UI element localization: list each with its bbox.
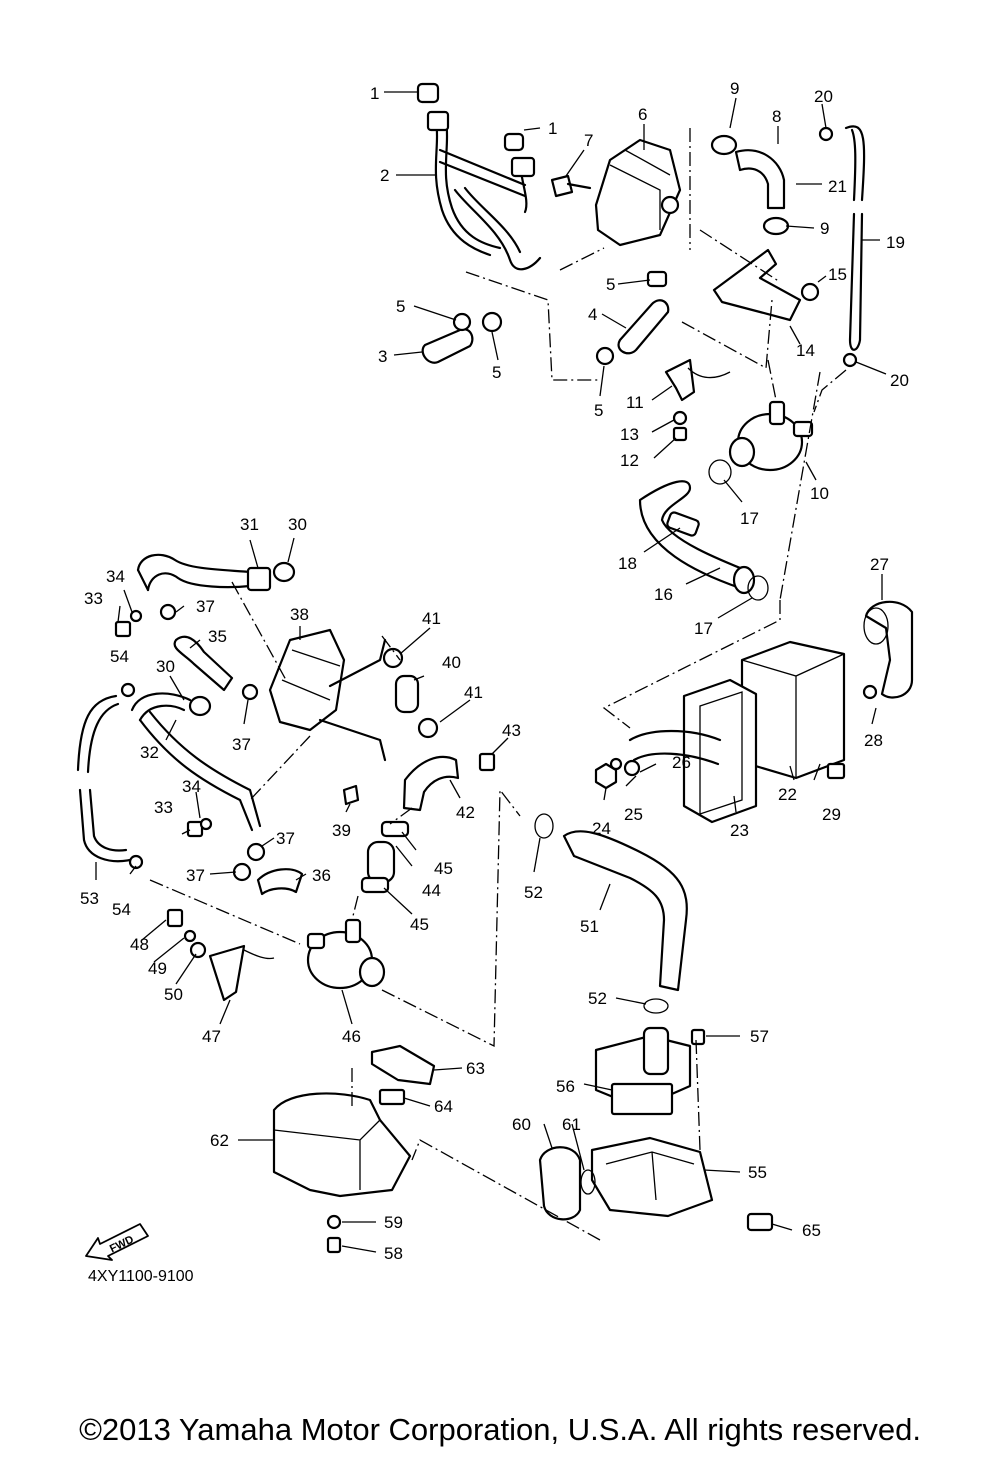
callout-59: 59 <box>384 1213 403 1232</box>
callout-37d: 37 <box>186 866 205 885</box>
copyright-notice: ©2013 Yamaha Motor Corporation, U.S.A. A… <box>79 1412 921 1447</box>
forward-arrow-icon: FWD <box>85 1223 149 1261</box>
callout-19: 19 <box>886 233 905 252</box>
callout-28: 28 <box>864 731 883 750</box>
callout-18: 18 <box>618 554 637 573</box>
callout-62: 62 <box>210 1131 229 1150</box>
callout-47: 47 <box>202 1027 221 1046</box>
callout-7: 7 <box>584 131 593 150</box>
callout-32: 32 <box>140 743 159 762</box>
callout-12: 12 <box>620 451 639 470</box>
callout-3: 3 <box>378 347 387 366</box>
callout-17a: 17 <box>740 509 759 528</box>
callout-45a: 45 <box>434 859 453 878</box>
callout-38: 38 <box>290 605 309 624</box>
callout-17b: 17 <box>694 619 713 638</box>
callout-20a: 20 <box>814 87 833 106</box>
callout-54a: 54 <box>110 647 129 666</box>
callout-53: 53 <box>80 889 99 908</box>
callout-43: 43 <box>502 721 521 740</box>
callout-34b: 34 <box>182 777 201 796</box>
callout-42: 42 <box>456 803 475 822</box>
callout-20b: 20 <box>890 371 909 390</box>
callout-36: 36 <box>312 866 331 885</box>
callout-5c: 5 <box>606 275 615 294</box>
callout-26: 26 <box>672 753 691 772</box>
callout-31: 31 <box>240 515 259 534</box>
callout-24: 24 <box>592 819 611 838</box>
callout-34a: 34 <box>106 567 125 586</box>
callout-14: 14 <box>796 341 815 360</box>
callout-46: 46 <box>342 1027 361 1046</box>
callout-1b: 1 <box>548 119 557 138</box>
callout-33b: 33 <box>154 798 173 817</box>
callout-11: 11 <box>626 393 644 412</box>
callout-52a: 52 <box>524 883 543 902</box>
callout-labels: 1 1 2 3 4 5 5 5 5 6 7 8 9 9 10 11 12 13 … <box>80 79 909 1263</box>
callout-44: 44 <box>422 881 441 900</box>
callout-41a: 41 <box>422 609 441 628</box>
callout-37b: 37 <box>232 735 251 754</box>
callout-13: 13 <box>620 425 639 444</box>
callout-9a: 9 <box>730 79 739 98</box>
callout-50: 50 <box>164 985 183 1004</box>
callout-5a: 5 <box>396 297 405 316</box>
callout-4: 4 <box>588 305 597 324</box>
callout-37c: 37 <box>276 829 295 848</box>
callout-8: 8 <box>772 107 781 126</box>
upper-assembly <box>416 82 866 601</box>
assembly-centerlines <box>149 128 847 1241</box>
callout-48: 48 <box>130 935 149 954</box>
callout-6: 6 <box>638 105 647 124</box>
callout-30b: 30 <box>156 657 175 676</box>
callout-21: 21 <box>828 177 847 196</box>
callout-40: 40 <box>442 653 461 672</box>
left-assembly <box>76 553 496 1002</box>
callout-57: 57 <box>750 1027 769 1046</box>
callout-63: 63 <box>466 1059 485 1078</box>
leader-lines <box>95 91 887 1253</box>
fwd-label: FWD <box>108 1234 136 1256</box>
callout-1a: 1 <box>370 84 379 103</box>
callout-56: 56 <box>556 1077 575 1096</box>
callout-30a: 30 <box>288 515 307 534</box>
callout-61: 61 <box>562 1115 581 1134</box>
callout-49: 49 <box>148 959 167 978</box>
callout-33a: 33 <box>84 589 103 608</box>
callout-52b: 52 <box>588 989 607 1008</box>
callout-29: 29 <box>822 805 841 824</box>
drawing-code: 4XY1100-9100 <box>88 1268 194 1285</box>
callout-51: 51 <box>580 917 599 936</box>
callout-58: 58 <box>384 1244 403 1263</box>
callout-54b: 54 <box>112 900 131 919</box>
callout-9b: 9 <box>820 219 829 238</box>
callout-39: 39 <box>332 821 351 840</box>
callout-5b: 5 <box>492 363 501 382</box>
callout-65: 65 <box>802 1221 821 1240</box>
callout-60: 60 <box>512 1115 531 1134</box>
callout-64: 64 <box>434 1097 453 1116</box>
callout-22: 22 <box>778 785 797 804</box>
callout-37a: 37 <box>196 597 215 616</box>
callout-23: 23 <box>730 821 749 840</box>
callout-15: 15 <box>828 265 847 284</box>
right-lower-assembly <box>272 600 914 1254</box>
callout-55: 55 <box>748 1163 767 1182</box>
callout-25: 25 <box>624 805 643 824</box>
callout-10: 10 <box>810 484 829 503</box>
callout-16: 16 <box>654 585 673 604</box>
callout-35: 35 <box>208 627 227 646</box>
callout-5d: 5 <box>594 401 603 420</box>
callout-41b: 41 <box>464 683 483 702</box>
callout-2: 2 <box>380 166 389 185</box>
callout-27: 27 <box>870 555 889 574</box>
callout-45b: 45 <box>410 915 429 934</box>
